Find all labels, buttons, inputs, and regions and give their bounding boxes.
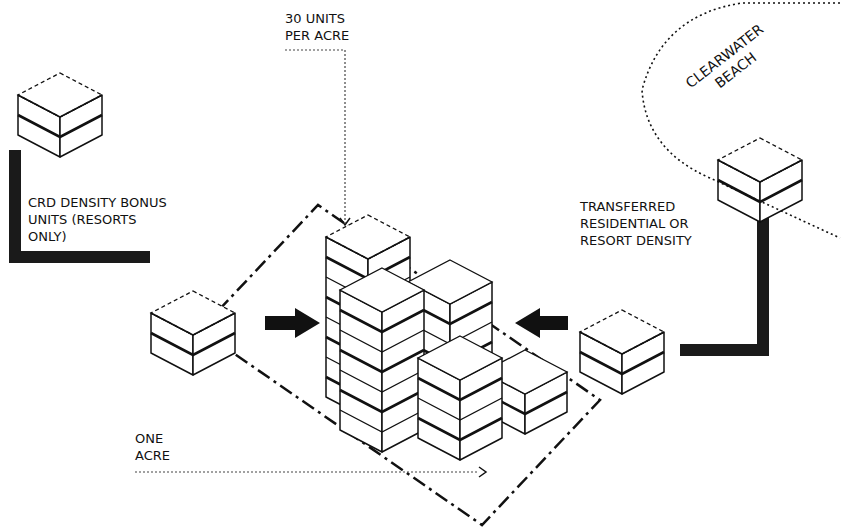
unit-stack bbox=[18, 73, 102, 157]
unit-stack bbox=[151, 291, 235, 375]
unit-top bbox=[340, 268, 424, 312]
unit-top bbox=[326, 215, 410, 259]
unit-edge bbox=[580, 332, 664, 354]
annotation-label: CRD DENSITY BONUS UNITS (RESORTS ONLY) bbox=[28, 194, 173, 245]
unit-edge bbox=[718, 160, 802, 182]
unit-blocks bbox=[18, 73, 802, 460]
floor-line bbox=[340, 390, 424, 412]
unit-top bbox=[18, 73, 102, 117]
floor-line bbox=[340, 410, 424, 432]
floor-line bbox=[151, 333, 235, 355]
floor-line bbox=[340, 310, 424, 332]
floor-line bbox=[718, 180, 802, 202]
unit-stack bbox=[718, 138, 802, 222]
unit-top bbox=[418, 336, 502, 380]
annotation-label: TRANSFERRED RESIDENTIAL OR RESORT DENSIT… bbox=[580, 198, 720, 249]
acre-outline bbox=[200, 205, 600, 525]
unit-edge bbox=[326, 237, 410, 259]
unit-edge bbox=[18, 95, 102, 117]
unit-top bbox=[151, 291, 235, 335]
annotation-label: ONE ACRE bbox=[135, 430, 187, 464]
bracket-bar bbox=[680, 215, 763, 350]
annotation-label: 30 UNITS PER ACRE bbox=[285, 10, 367, 44]
unit-edge bbox=[151, 313, 235, 335]
unit-top bbox=[580, 310, 664, 354]
floor-line bbox=[418, 418, 502, 440]
region-name: CLEARWATER BEACH bbox=[672, 12, 789, 114]
floor-line bbox=[340, 330, 424, 352]
floor-line bbox=[418, 398, 502, 420]
unit-stack bbox=[580, 310, 664, 394]
leader-arrow bbox=[479, 467, 486, 477]
floor-line bbox=[340, 350, 424, 372]
unit-top bbox=[718, 138, 802, 182]
floor-line bbox=[580, 352, 664, 374]
floor-line bbox=[418, 378, 502, 400]
leader-line bbox=[285, 50, 345, 223]
leader-arrow bbox=[340, 218, 350, 225]
unit-stack bbox=[418, 336, 502, 460]
transfer-arrow bbox=[515, 308, 568, 338]
floor-line bbox=[18, 115, 102, 137]
transfer-arrow bbox=[265, 308, 320, 338]
unit-stack bbox=[340, 268, 424, 452]
leader-line bbox=[135, 471, 478, 472]
floor-line bbox=[340, 370, 424, 392]
